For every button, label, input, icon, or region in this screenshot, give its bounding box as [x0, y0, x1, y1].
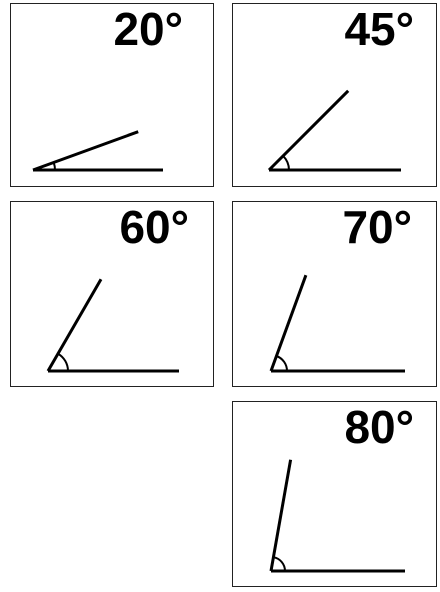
- angle-diagram: [269, 459, 405, 573]
- angle-label: 70°: [342, 201, 412, 253]
- angle-diagram: [32, 130, 163, 172]
- angle-arc: [282, 155, 290, 171]
- angle-arc: [273, 556, 286, 572]
- angle-arc: [276, 355, 288, 372]
- angle-card-20: 20°: [10, 3, 214, 187]
- angle-card-45: 45°: [232, 3, 437, 187]
- angle-card-70: 70°: [232, 201, 437, 387]
- angle-card-80: 80°: [232, 401, 437, 587]
- angle-arc: [52, 162, 57, 171]
- angle-label: 20°: [113, 3, 183, 55]
- angled-ray: [269, 274, 308, 372]
- angled-ray: [269, 459, 293, 572]
- angle-arc: [57, 352, 69, 372]
- angle-card-60: 60°: [10, 201, 214, 387]
- angled-ray: [32, 130, 139, 172]
- angle-diagram: [46, 278, 179, 373]
- angle-label: 60°: [119, 201, 189, 253]
- angle-diagram: [269, 274, 405, 373]
- angled-ray: [46, 278, 103, 372]
- angle-diagram: [267, 89, 401, 172]
- angle-label: 45°: [344, 3, 414, 55]
- angled-ray: [267, 89, 350, 172]
- angle-label: 80°: [344, 401, 414, 453]
